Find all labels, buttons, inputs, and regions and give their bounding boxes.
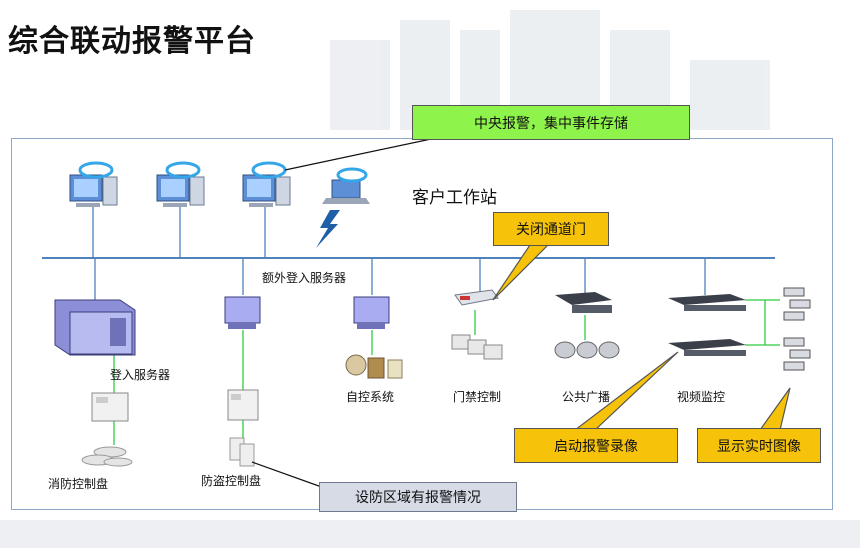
workstation-label: 客户工作站 <box>412 188 497 208</box>
login-server-icon <box>54 299 136 356</box>
broadcast-label: 公共广播 <box>562 390 611 404</box>
extra-server-icon <box>224 296 261 329</box>
cameras-icon <box>783 287 811 371</box>
zone-alarm-callout: 设防区域有报警情况 <box>319 482 517 512</box>
auto-control-devices-icon <box>345 354 403 379</box>
login-server-label: 登入服务器 <box>110 368 171 382</box>
close-door-callout: 关闭通道门 <box>493 212 609 246</box>
workstation-icon <box>242 161 291 207</box>
access-control-label: 门禁控制 <box>453 390 502 404</box>
workstation-icon <box>69 161 118 207</box>
page-title: 综合联动报警平台 <box>8 24 256 59</box>
laptop-icon <box>322 167 370 204</box>
auto-control-server-icon <box>353 296 390 329</box>
workstation-icon <box>156 161 205 207</box>
access-controller-icon <box>454 289 499 306</box>
burglar-panel-label: 防盗控制盘 <box>201 474 262 488</box>
central-alarm-callout: 中央报警，集中事件存储 <box>412 105 690 140</box>
auto-control-label: 自控系统 <box>346 390 395 404</box>
burglar-panel-icon <box>227 389 259 467</box>
video-recorder-icon <box>668 339 746 356</box>
fire-panel-icon <box>81 392 133 467</box>
video-monitor-label: 视频监控 <box>677 390 726 404</box>
card-readers-icon <box>451 334 503 360</box>
start-recording-callout: 启动报警录像 <box>514 428 678 463</box>
extra-server-label: 额外登入服务器 <box>262 271 347 285</box>
amplifier-icon <box>555 292 612 313</box>
video-recorder-icon <box>668 294 746 311</box>
fire-panel-label: 消防控制盘 <box>48 477 109 491</box>
speakers-icon <box>554 341 620 359</box>
show-live-callout: 显示实时图像 <box>697 428 821 463</box>
wireless-bolt-icon <box>316 210 340 248</box>
